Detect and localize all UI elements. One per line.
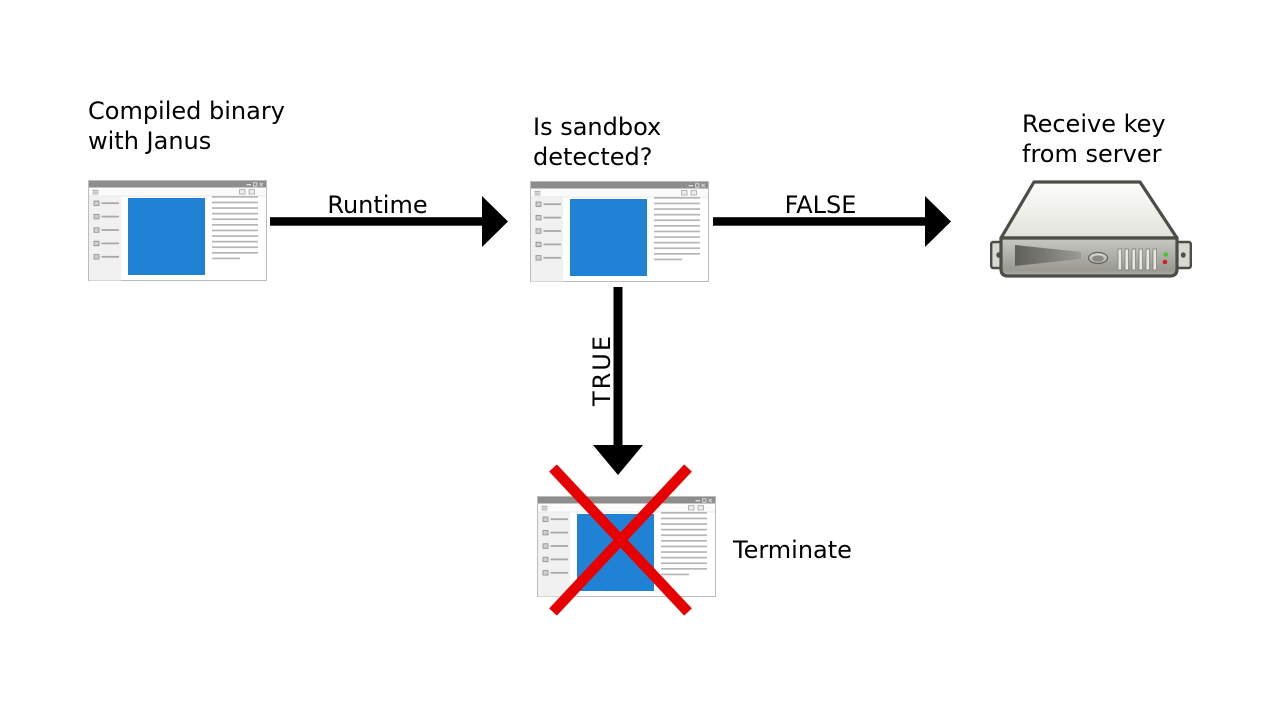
server-icon [990,180,1193,278]
receive-key-label-line2: from server [1022,140,1162,168]
receive-key-label: Receive key from server [1022,109,1166,169]
server-top-face [999,180,1179,240]
runtime-arrow-label: Runtime [327,191,428,219]
server-vent-slots [1117,248,1157,271]
terminate-label: Terminate [733,536,852,564]
sandbox-check-label-line2: detected? [533,143,653,171]
red-cross-icon [549,464,692,616]
compiled-binary-label-line2: with Janus [88,127,212,155]
server-vent-wedge [1015,245,1081,266]
sandbox-check-label: Is sandbox detected? [533,112,661,172]
server-led-green [1163,252,1169,257]
runtime-arrow [270,196,508,247]
sandbox-check-app-window-icon [530,181,709,282]
true-arrow [593,287,643,475]
compiled-binary-app-window-icon [88,180,267,281]
sandbox-check-label-line1: Is sandbox [533,113,662,141]
false-arrow [713,196,951,247]
server-power-button-inner [1092,255,1104,262]
compiled-binary-label: Compiled binary with Janus [88,96,285,156]
receive-key-label-line1: Receive key [1022,110,1166,138]
compiled-binary-label-line1: Compiled binary [88,97,285,125]
terminated-app-window-icon [537,464,716,616]
false-arrow-label: FALSE [784,191,857,219]
server-led-red [1162,259,1168,265]
server-right-ear-hole [1180,252,1186,258]
